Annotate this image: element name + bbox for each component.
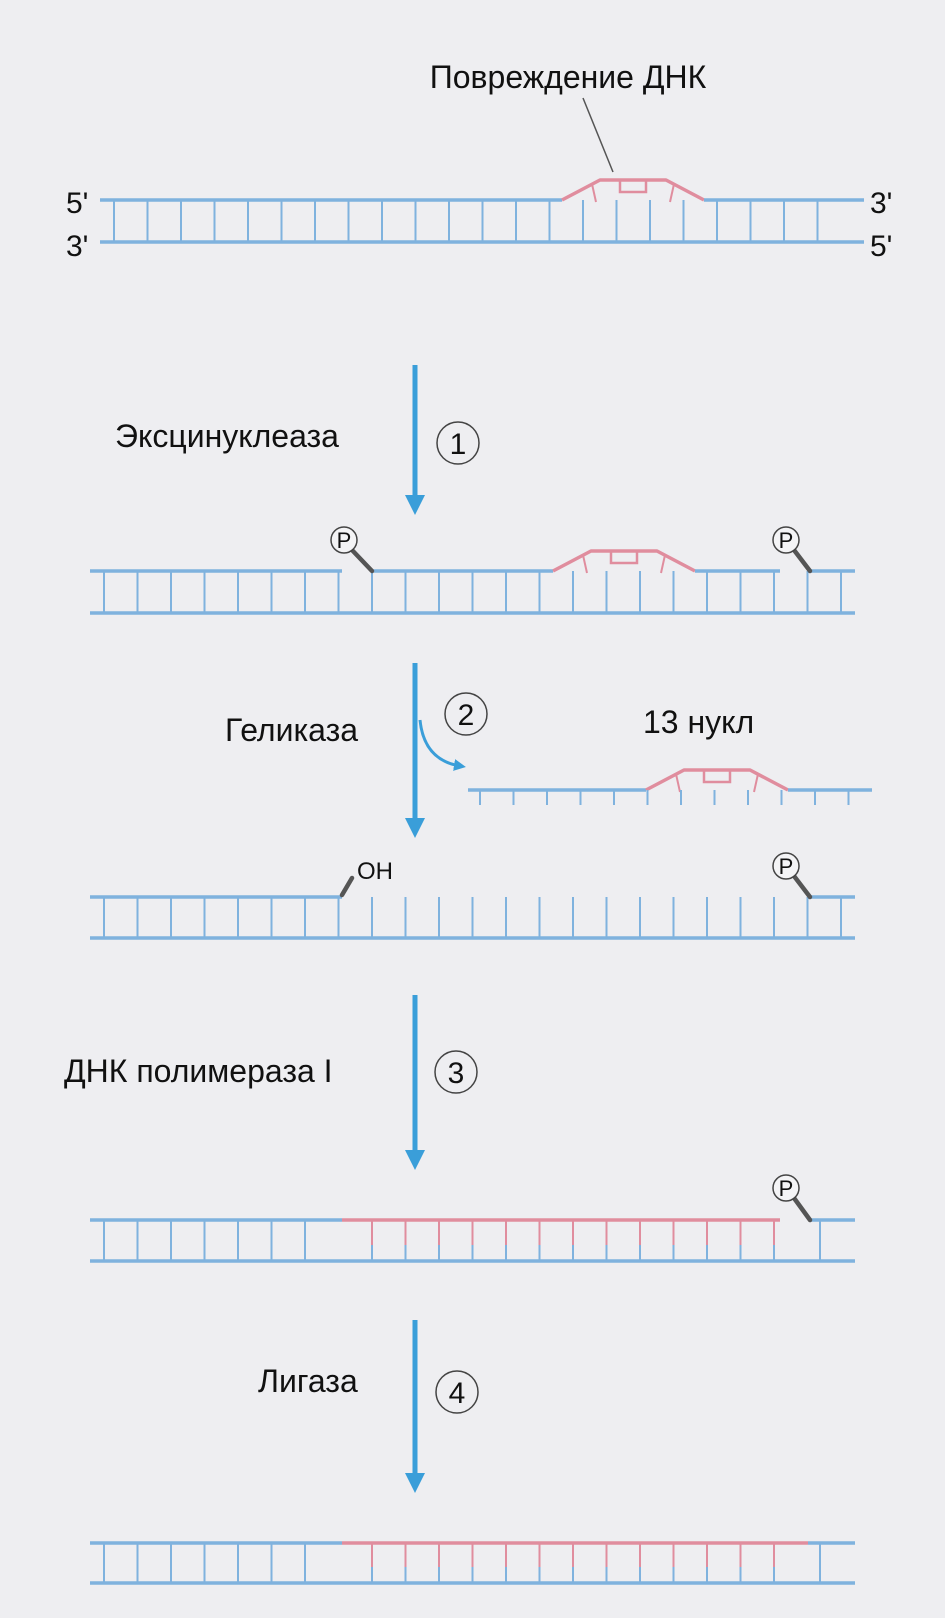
end-label-3-left: 3' [66, 230, 88, 263]
row3-phosphate-letter: P [779, 1176, 794, 1201]
step-1-number: 1 [450, 428, 467, 461]
row1-phosphate-right-link [794, 550, 810, 571]
arrow-fragment-release [420, 720, 460, 766]
row1-lesion-tick [583, 555, 587, 573]
process-arrows [415, 365, 460, 1483]
excised-fragment-lesion-backbone [646, 770, 788, 790]
step-1-enzyme-label: Эксцинуклеаза [115, 418, 339, 454]
row3-phosphate-link [794, 1198, 810, 1220]
hydroxyl-label: OH [357, 858, 393, 885]
phosphate-groups: P P P P [331, 527, 810, 1220]
excised-fragment-lesion-tick [754, 774, 758, 792]
row0-lesion-tick [670, 184, 674, 202]
step-4-number: 4 [449, 1377, 466, 1410]
row1-lesion-backbone [553, 551, 695, 571]
damage-pointer-line [583, 98, 613, 172]
step-3-enzyme-label: ДНК полимераза I [64, 1053, 333, 1089]
step-3-number: 3 [448, 1057, 465, 1090]
damage-label: Повреждение ДНК [430, 59, 707, 95]
row1-phosphate-left-link [352, 550, 372, 571]
excised-fragment-label: 13 нукл [643, 704, 754, 740]
step-2-enzyme-label: Геликаза [225, 712, 358, 748]
row1-phosphate-right-letter: P [779, 528, 794, 553]
end-label-5-right: 5' [870, 230, 892, 263]
row1-lesion-tick [661, 555, 665, 573]
row0-lesion-dimer [620, 180, 646, 192]
row1-phosphate-left-letter: P [337, 528, 352, 553]
dna-layer [90, 180, 872, 1583]
excised-fragment-lesion-tick [676, 774, 680, 792]
end-label-5-left: 5' [66, 187, 88, 220]
row0-lesion-tick [592, 184, 596, 202]
row2-phosphate-letter: P [779, 854, 794, 879]
row2-hydroxyl-link [342, 878, 352, 895]
row0-lesion-backbone [562, 180, 704, 200]
row1-lesion-dimer [611, 551, 637, 563]
row2-phosphate-link [794, 876, 810, 897]
step-4-enzyme-label: Лигаза [258, 1363, 358, 1399]
excised-fragment-lesion-dimer [704, 770, 730, 782]
end-label-3-right: 3' [870, 187, 892, 220]
step-2-number: 2 [458, 699, 475, 732]
